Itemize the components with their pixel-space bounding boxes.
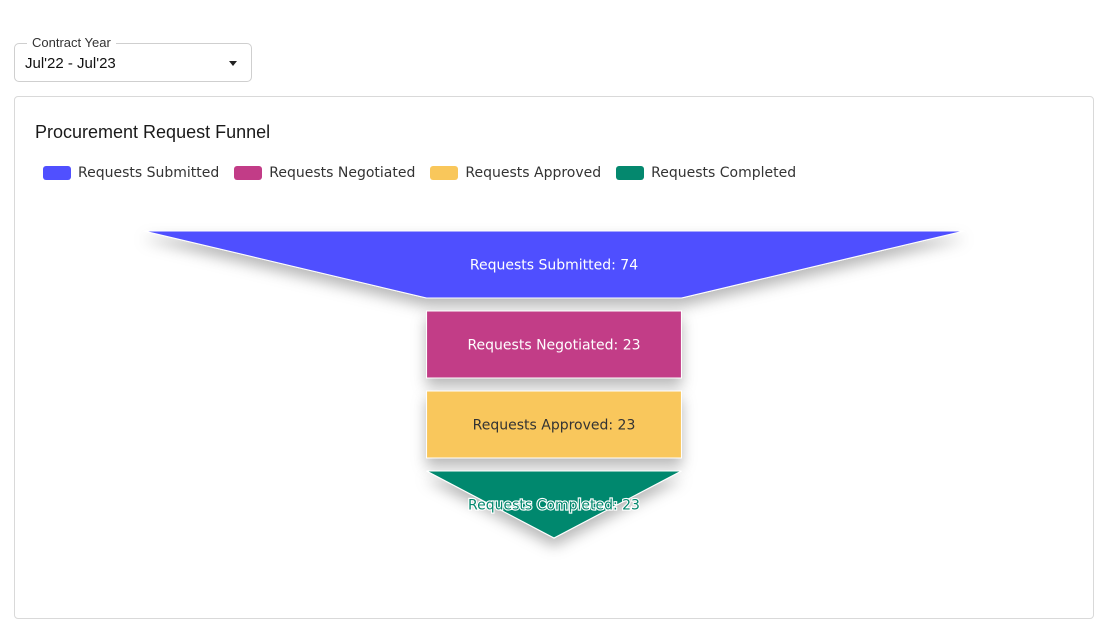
funnel-stage-negotiated[interactable] <box>426 310 682 379</box>
card-title: Procurement Request Funnel <box>35 122 271 142</box>
legend-swatch-approved <box>430 166 459 180</box>
contract-year-select[interactable]: Contract Year Jul'22 - Jul'23 <box>14 35 252 82</box>
contract-year-value: Jul'22 - Jul'23 <box>25 55 116 72</box>
legend-item-negotiated[interactable]: Requests Negotiated <box>234 165 415 181</box>
funnel-label-submitted: Requests Submitted: 74 <box>470 258 638 274</box>
legend-swatch-submitted <box>43 166 71 180</box>
legend-swatch-completed <box>616 166 645 180</box>
caret-down-icon <box>229 61 237 66</box>
funnel-stage-completed[interactable] <box>426 470 682 539</box>
legend-item-submitted[interactable]: Requests Submitted <box>43 165 219 181</box>
legend-item-approved[interactable]: Requests Approved <box>430 165 601 181</box>
chart-legend: Requests Submitted Requests Negotiated R… <box>43 165 811 181</box>
funnel-stage-submitted[interactable] <box>143 230 965 299</box>
legend-label-submitted: Requests Submitted <box>78 165 220 181</box>
legend-label-approved: Requests Approved <box>465 165 602 181</box>
legend-label-completed: Requests Completed <box>651 165 797 181</box>
legend-swatch-negotiated <box>234 166 263 180</box>
legend-label-negotiated: Requests Negotiated <box>269 165 416 181</box>
funnel-stage-approved[interactable] <box>426 390 682 459</box>
contract-year-label: Contract Year <box>27 35 116 51</box>
funnel-label-approved: Requests Approved: 23 <box>473 418 636 434</box>
funnel-label-completed: Requests Completed: 23 <box>468 498 640 514</box>
funnel-label-negotiated: Requests Negotiated: 23 <box>467 338 640 354</box>
legend-item-completed[interactable]: Requests Completed <box>616 165 796 181</box>
funnel-card: Procurement Request Funnel Requests Subm… <box>14 96 1094 619</box>
